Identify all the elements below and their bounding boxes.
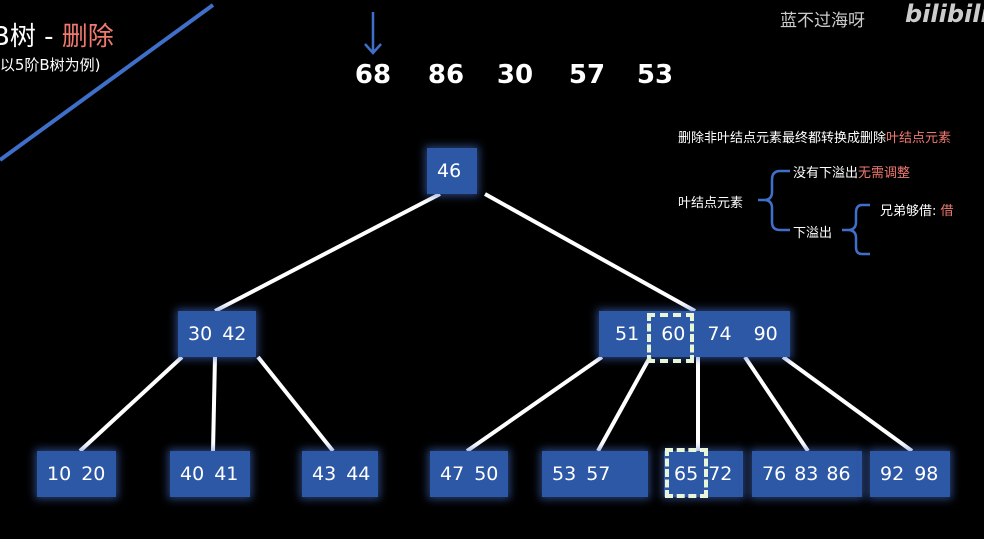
- highlight-box: [647, 313, 694, 363]
- note-line1: 删除非叶结点元素最终都转换成删除叶结点元素: [678, 131, 952, 146]
- edge: [596, 356, 652, 452]
- edge: [465, 355, 604, 453]
- watermark-author: 蓝不过海呀: [780, 11, 865, 31]
- edge: [78, 355, 184, 453]
- bilibili-logo: bilibili: [905, 0, 984, 28]
- decorative-diagonal: [0, 3, 215, 162]
- edge: [781, 355, 914, 453]
- page-subtitle: (以5阶B树为例): [0, 56, 101, 74]
- sequence-item: 53: [636, 60, 674, 90]
- note-underflow: 下溢出: [793, 226, 833, 241]
- note-leaf: 叶结点元素: [678, 196, 744, 211]
- sequence-item: 57: [568, 60, 606, 90]
- edge: [211, 356, 217, 452]
- brace-icon: [842, 203, 870, 256]
- sequence-item: 86: [427, 60, 465, 90]
- sequence-item: 68: [354, 60, 392, 90]
- edge: [214, 192, 441, 313]
- down-arrow-icon: [364, 12, 382, 55]
- sequence-item: 30: [496, 60, 534, 90]
- edge: [256, 355, 335, 453]
- edge: [743, 355, 810, 453]
- note-borrow: 兄弟够借: 借: [880, 204, 954, 219]
- brace-icon: [758, 169, 790, 232]
- highlight-box: [665, 448, 708, 498]
- note-no-underflow: 没有下溢出无需调整: [793, 166, 911, 181]
- tree-node-root: 46: [427, 148, 477, 194]
- edge: [484, 192, 696, 313]
- page-title: B树 - 删除: [0, 22, 114, 52]
